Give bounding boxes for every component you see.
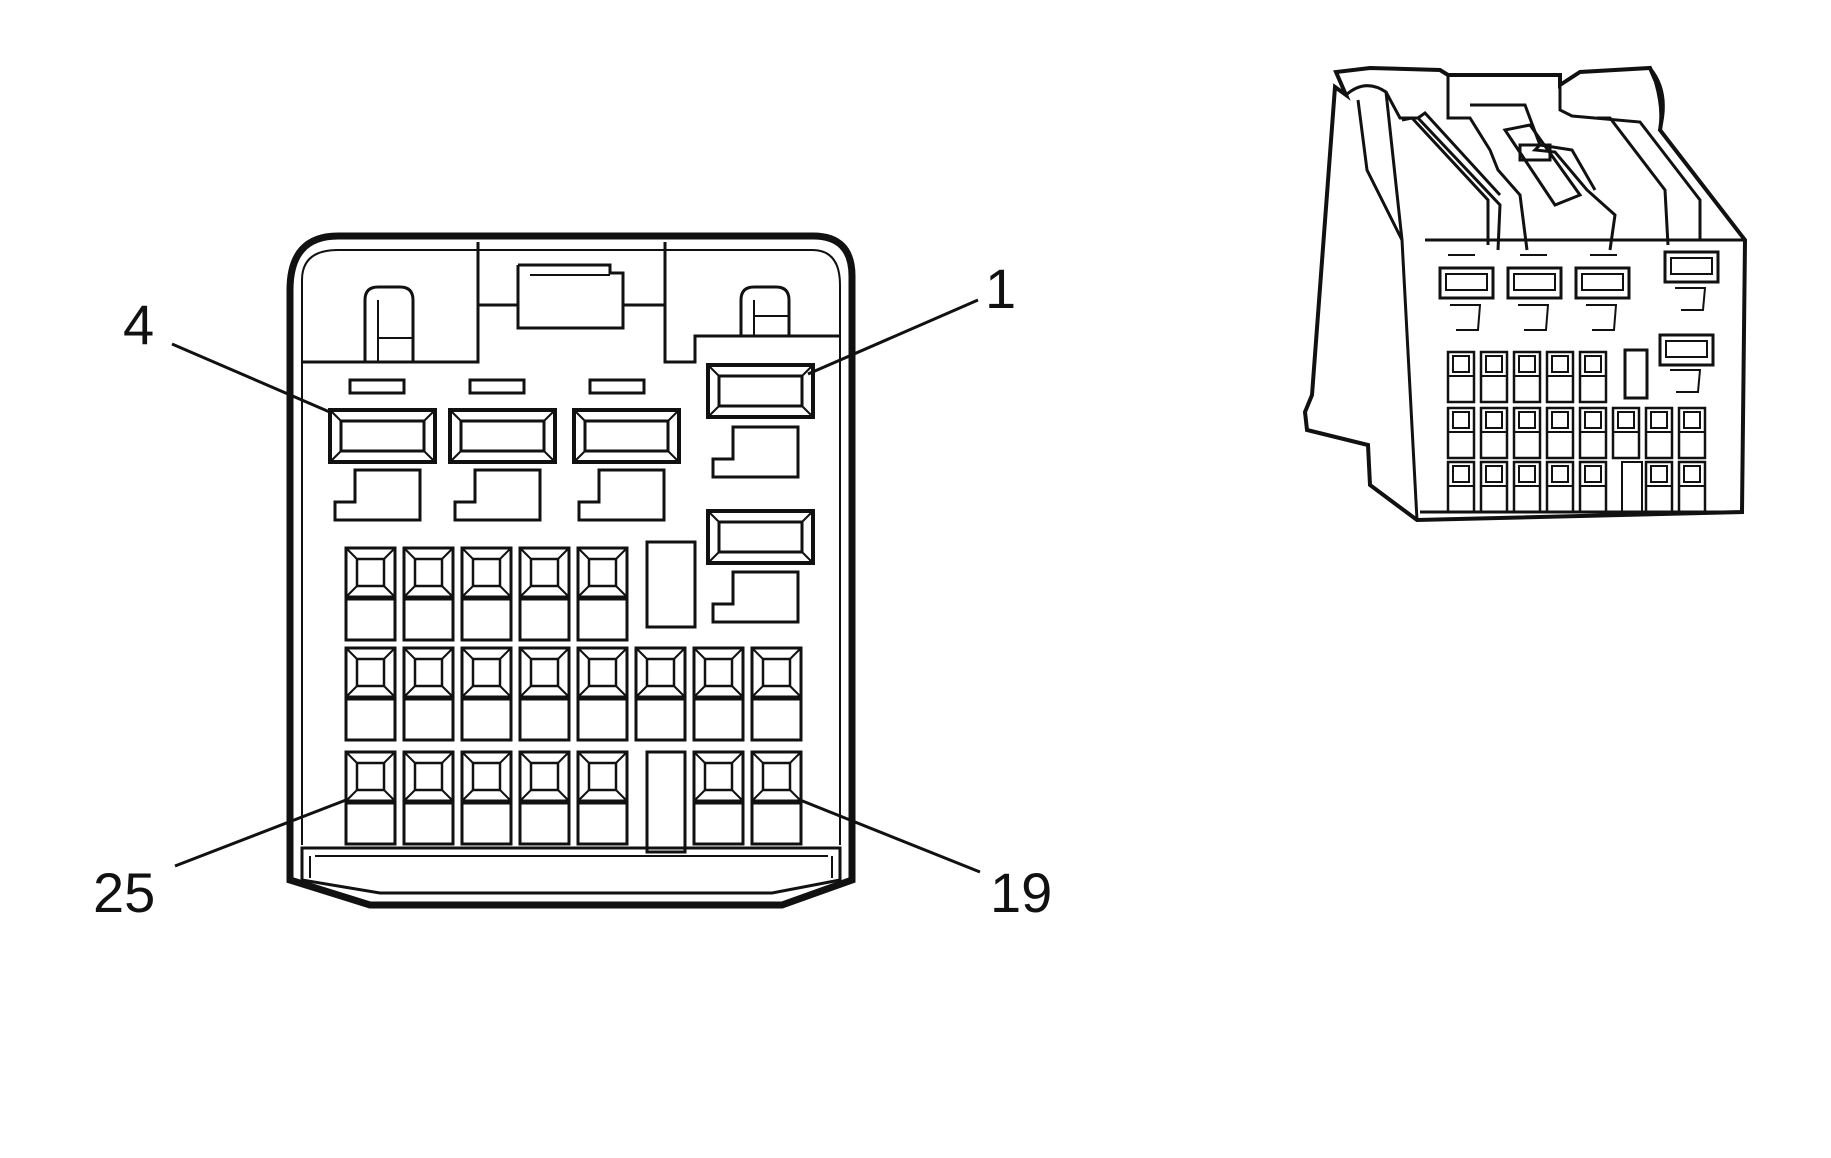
iso-terminal-cavity xyxy=(1479,350,1509,404)
divider-bar xyxy=(645,750,687,854)
iso-terminal-cavity xyxy=(1446,460,1476,514)
iso-terminal-cavity xyxy=(1545,406,1575,460)
iso-terminal-cavity xyxy=(1578,350,1608,404)
callout-pin-25: 25 xyxy=(93,861,155,924)
iso-terminal-cavity xyxy=(1578,406,1608,460)
iso-body-outline xyxy=(1302,65,1748,523)
terminal-cavity xyxy=(576,546,629,642)
iso-terminal-cavity xyxy=(1479,460,1509,514)
large-cavity-pin-4 xyxy=(328,408,437,522)
terminal-cavity xyxy=(576,646,629,742)
iso-terminal-grid xyxy=(1446,350,1707,514)
iso-terminal-cavity xyxy=(1677,460,1707,514)
iso-large-cavity xyxy=(1658,333,1715,393)
terminal-cavity xyxy=(692,750,745,846)
key-slot xyxy=(645,540,697,629)
callout-pin-19: 19 xyxy=(990,861,1052,924)
terminal-cavity xyxy=(344,750,397,846)
terminal-cavity xyxy=(344,546,397,642)
iso-large-cavity xyxy=(1574,266,1631,331)
leader-line-pin-4 xyxy=(171,342,333,415)
iso-large-cavity xyxy=(1438,266,1495,331)
large-cavity-pin-1 xyxy=(706,363,815,479)
iso-terminal-cavity xyxy=(1578,460,1608,514)
terminal-cavity xyxy=(518,750,571,846)
terminal-cavity xyxy=(518,646,571,742)
iso-terminal-cavity xyxy=(1545,350,1575,404)
terminal-cavity xyxy=(460,750,513,846)
small-terminal-grid xyxy=(344,546,803,846)
iso-large-cavity xyxy=(1506,266,1563,331)
large-cavity-right-lower xyxy=(706,509,815,624)
locating-tab-right xyxy=(739,285,791,336)
terminal-cavity xyxy=(518,546,571,642)
latch-recess xyxy=(476,242,667,330)
terminal-cavity xyxy=(634,646,687,742)
connector-isometric-view xyxy=(1302,65,1748,523)
iso-terminal-cavity xyxy=(1512,350,1542,404)
terminal-cavity xyxy=(402,546,455,642)
iso-terminal-cavity xyxy=(1512,406,1542,460)
iso-terminal-cavity xyxy=(1545,460,1575,514)
iso-terminal-cavity xyxy=(1611,406,1641,460)
slot-small xyxy=(468,378,526,395)
iso-key-slot xyxy=(1623,348,1649,400)
terminal-cavity xyxy=(750,750,803,846)
iso-terminal-cavity xyxy=(1644,460,1674,514)
leader-line-pin-19 xyxy=(799,798,981,874)
connector-outline xyxy=(286,232,856,909)
large-cavity-pin-3 xyxy=(448,408,557,522)
large-cavity-pin-2 xyxy=(572,408,681,522)
terminal-cavity xyxy=(750,646,803,742)
iso-terminal-cavity xyxy=(1512,460,1542,514)
terminal-cavity xyxy=(460,646,513,742)
iso-terminal-cavity xyxy=(1479,406,1509,460)
terminal-cavity xyxy=(460,546,513,642)
terminal-cavity xyxy=(402,646,455,742)
iso-terminal-cavity xyxy=(1644,406,1674,460)
slot-small xyxy=(588,378,646,395)
bottom-ledge xyxy=(300,846,842,895)
slot-small xyxy=(348,378,406,395)
terminal-cavity xyxy=(576,750,629,846)
locating-tab-left xyxy=(363,285,415,362)
connector-front-view xyxy=(286,232,856,909)
terminal-cavity xyxy=(402,750,455,846)
callout-pin-4: 4 xyxy=(123,293,154,356)
terminal-cavity xyxy=(344,646,397,742)
terminal-cavity xyxy=(692,646,745,742)
leader-line-pin-25 xyxy=(174,798,347,868)
leader-line-pin-1 xyxy=(807,298,979,376)
callout-pin-1: 1 xyxy=(985,257,1016,320)
iso-large-cavity xyxy=(1663,250,1720,311)
iso-terminal-cavity xyxy=(1677,406,1707,460)
iso-terminal-cavity xyxy=(1446,350,1476,404)
pin-callouts: 1 4 19 25 xyxy=(93,257,1052,924)
iso-terminal-cavity xyxy=(1446,406,1476,460)
